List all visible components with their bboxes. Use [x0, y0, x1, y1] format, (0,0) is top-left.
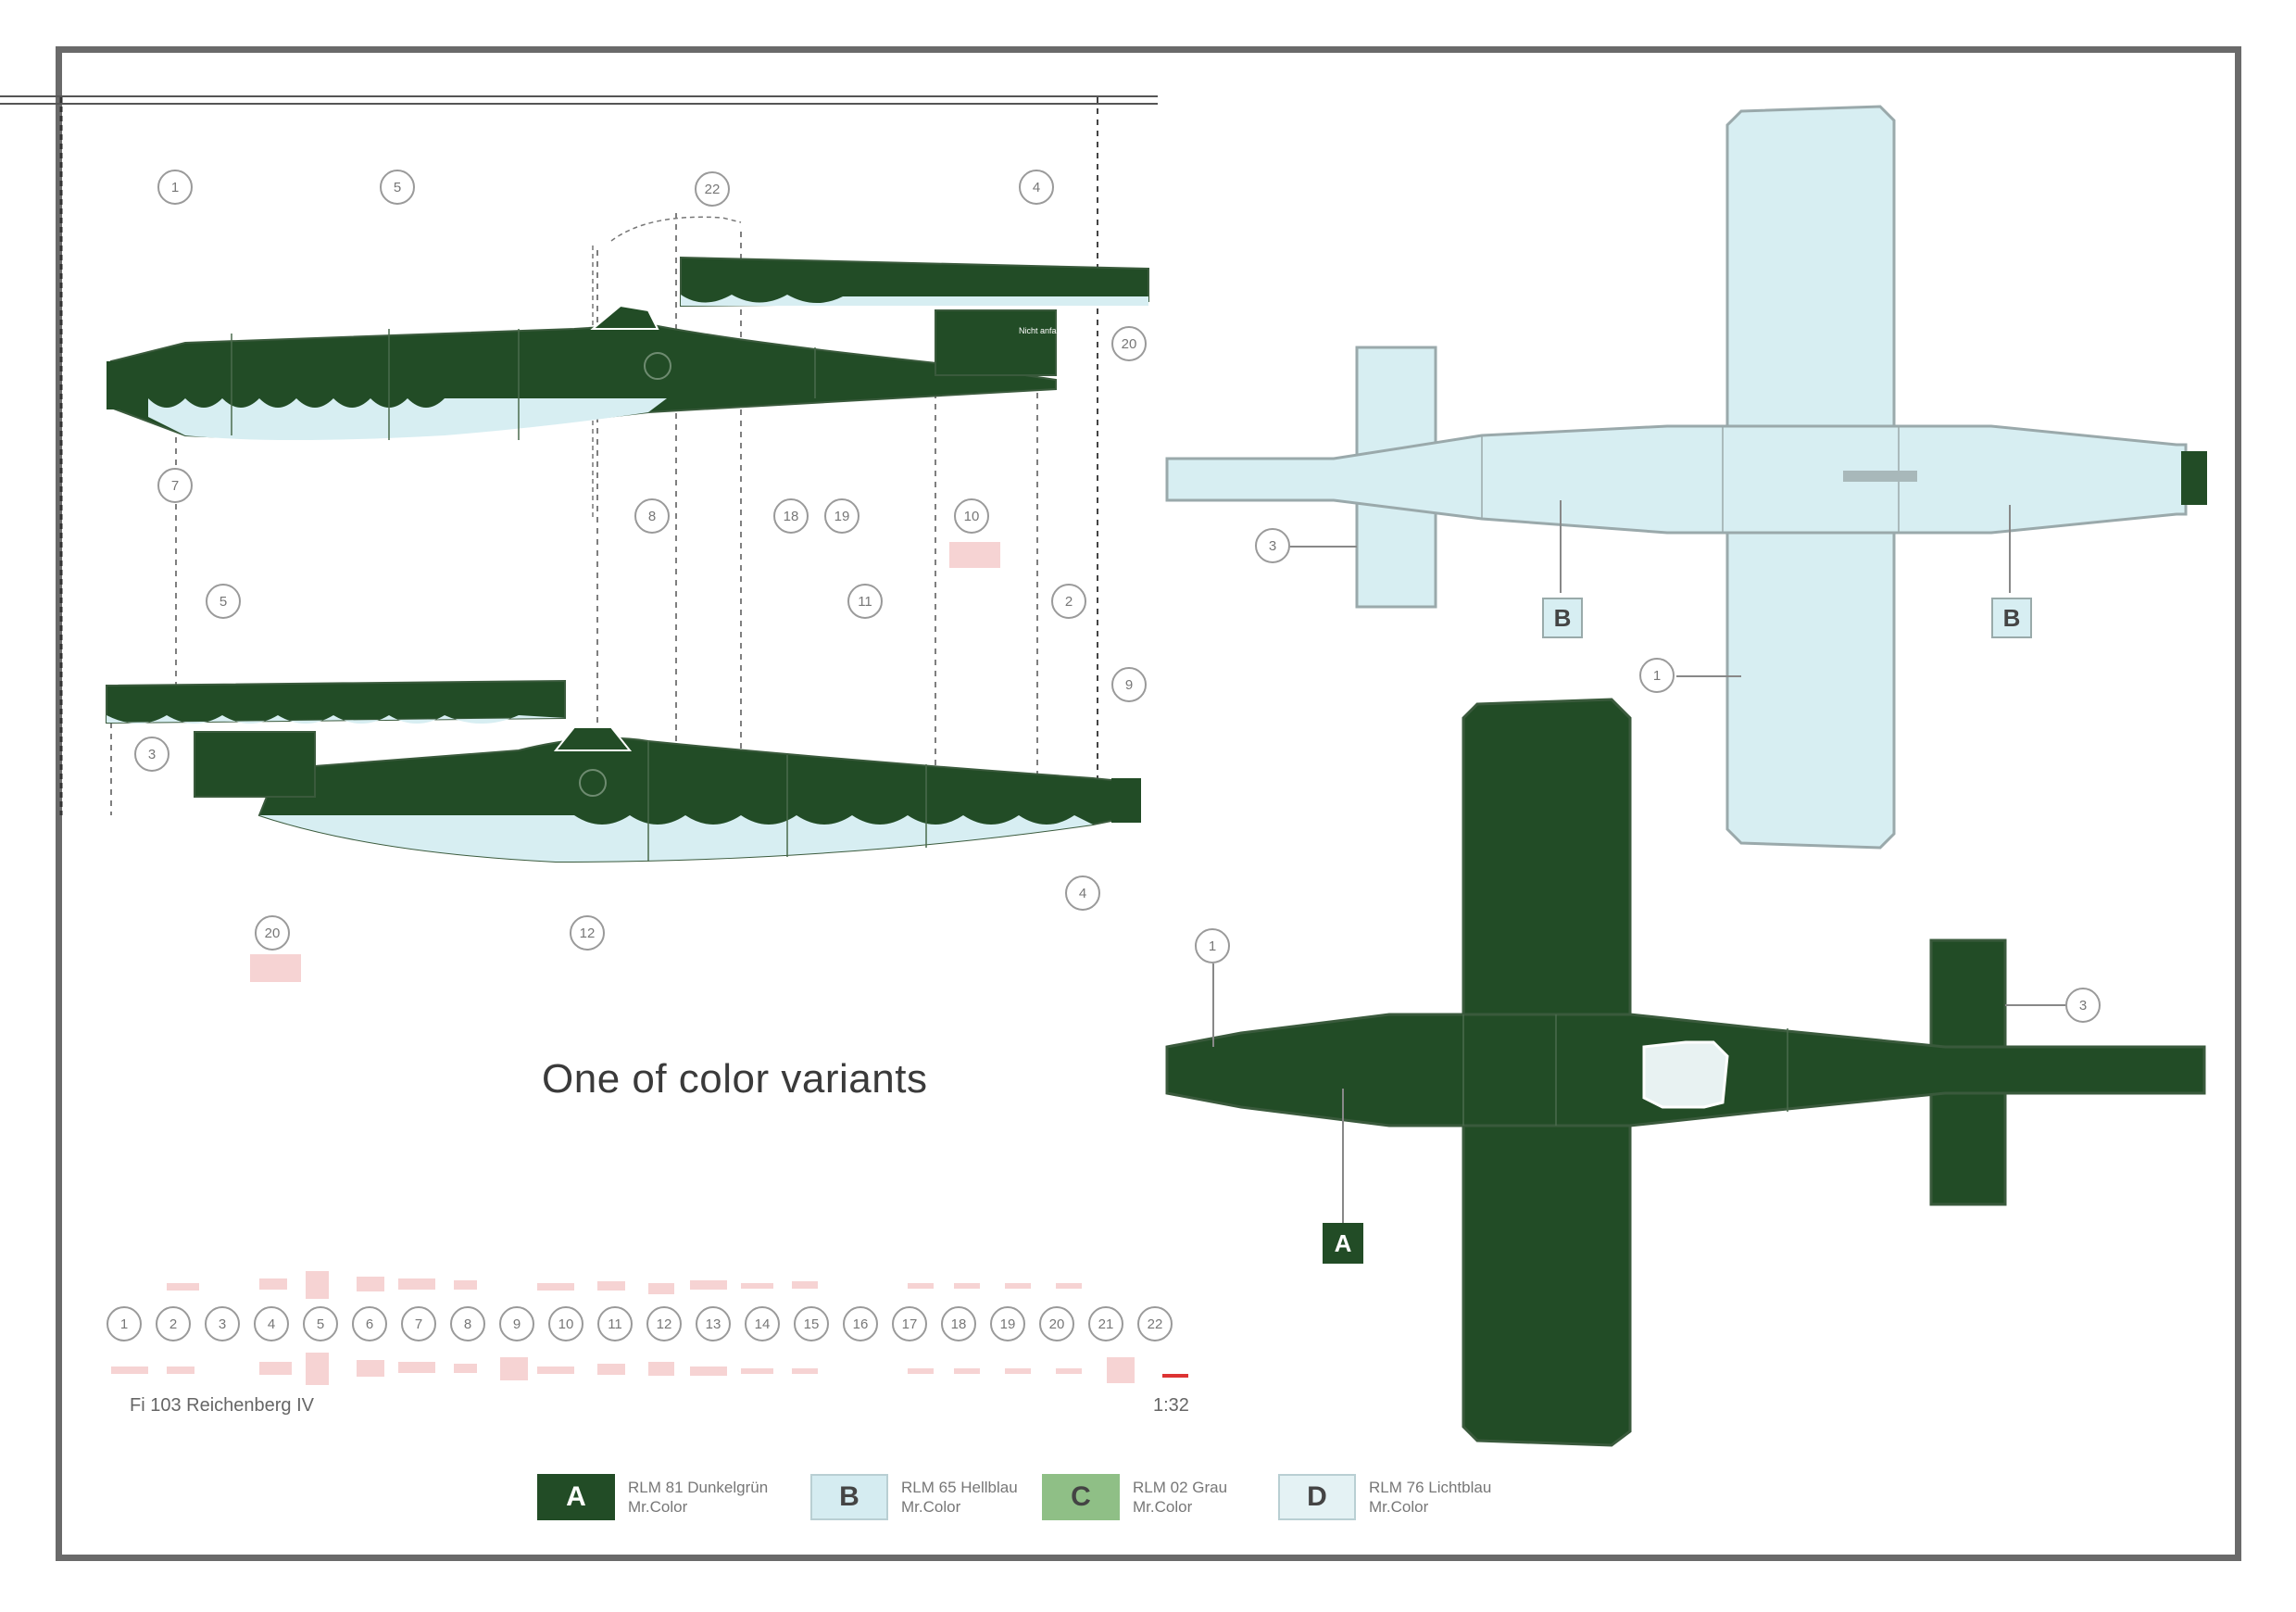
- paint-label-line: RLM 81 Dunkelgrün: [628, 1479, 769, 1496]
- paint-label-line: RLM 02 Grau: [1133, 1479, 1228, 1496]
- decal-number: 5: [303, 1306, 338, 1341]
- footer-scale: 1:32: [1153, 1395, 1189, 1416]
- callout-marker: 20: [255, 915, 290, 951]
- callout-marker: 8: [634, 498, 670, 534]
- decal-number: 14: [745, 1306, 780, 1341]
- color-variant-caption: One of color variants: [542, 1056, 928, 1102]
- decal-number: 10: [548, 1306, 583, 1341]
- callout-marker: 12: [570, 915, 605, 951]
- decal-number: 16: [843, 1306, 878, 1341]
- callout-marker: 20: [1111, 326, 1147, 361]
- paint-label-line: RLM 65 Hellblau: [901, 1479, 1018, 1496]
- decal-number: 6: [352, 1306, 387, 1341]
- callout-marker: 11: [847, 584, 883, 619]
- decal-number: 4: [254, 1306, 289, 1341]
- decal-number: 22: [1137, 1306, 1173, 1341]
- bottom-view: [1165, 698, 2206, 1447]
- callout-marker: 19: [824, 498, 859, 534]
- decal-number: 1: [107, 1306, 142, 1341]
- callout-marker: 3: [1255, 528, 1290, 563]
- callout-marker: 2: [1051, 584, 1086, 619]
- paint-label-line: Mr.Color: [1133, 1498, 1193, 1516]
- callout-marker: 4: [1065, 875, 1100, 911]
- decal-number: 3: [205, 1306, 240, 1341]
- paint-badge: B: [1542, 598, 1583, 638]
- top-view: [1165, 105, 2207, 850]
- paint-swatch-c: C: [1042, 1474, 1120, 1520]
- callout-marker: 4: [1019, 170, 1054, 205]
- side-view-left: Nicht anfassen: [107, 216, 1149, 519]
- decal-number: 8: [450, 1306, 485, 1341]
- paint-swatch-b: B: [810, 1474, 888, 1520]
- paint-swatch-d: D: [1278, 1474, 1356, 1520]
- callout-marker: 5: [380, 170, 415, 205]
- paint-swatch-a: A: [537, 1474, 615, 1520]
- callout-marker: 7: [157, 468, 193, 503]
- callout-marker: 3: [2065, 988, 2101, 1023]
- callout-marker: 1: [1639, 658, 1675, 693]
- decal-number: 20: [1039, 1306, 1074, 1341]
- decal-number: 18: [941, 1306, 976, 1341]
- callout-marker: 18: [773, 498, 809, 534]
- callout-marker: 22: [695, 171, 730, 207]
- decal-number: 19: [990, 1306, 1025, 1341]
- paint-label-line: Mr.Color: [628, 1498, 688, 1516]
- decal-number: 7: [401, 1306, 436, 1341]
- decal-number: 15: [794, 1306, 829, 1341]
- stencil-text: Nicht anfassen: [1019, 326, 1074, 335]
- paint-label-line: Mr.Color: [901, 1498, 961, 1516]
- decal-number: 12: [646, 1306, 682, 1341]
- callout-marker: 9: [1111, 667, 1147, 702]
- page-frame: [56, 46, 2241, 1561]
- callout-marker: 1: [157, 170, 193, 205]
- paint-badge: A: [1323, 1223, 1363, 1264]
- decal-number: 2: [156, 1306, 191, 1341]
- decal-number: 9: [499, 1306, 534, 1341]
- footer-model-name: Fi 103 Reichenberg IV: [130, 1395, 315, 1416]
- paint-label-line: Mr.Color: [1369, 1498, 1429, 1516]
- header-rule: [0, 95, 1158, 105]
- paint-badge: B: [1991, 598, 2032, 638]
- decal-number: 17: [892, 1306, 927, 1341]
- decal-number: 11: [597, 1306, 633, 1341]
- callout-marker: 5: [206, 584, 241, 619]
- callout-marker: 3: [134, 737, 169, 772]
- callout-marker: 10: [954, 498, 989, 534]
- callout-marker: 1: [1195, 928, 1230, 963]
- decal-number: 13: [696, 1306, 731, 1341]
- side-view-right: [106, 679, 1141, 863]
- alignment-guides: [59, 97, 1098, 834]
- decal-number: 21: [1088, 1306, 1123, 1341]
- paint-label-line: RLM 76 Lichtblau: [1369, 1479, 1492, 1496]
- decal-previews: [111, 542, 1188, 1385]
